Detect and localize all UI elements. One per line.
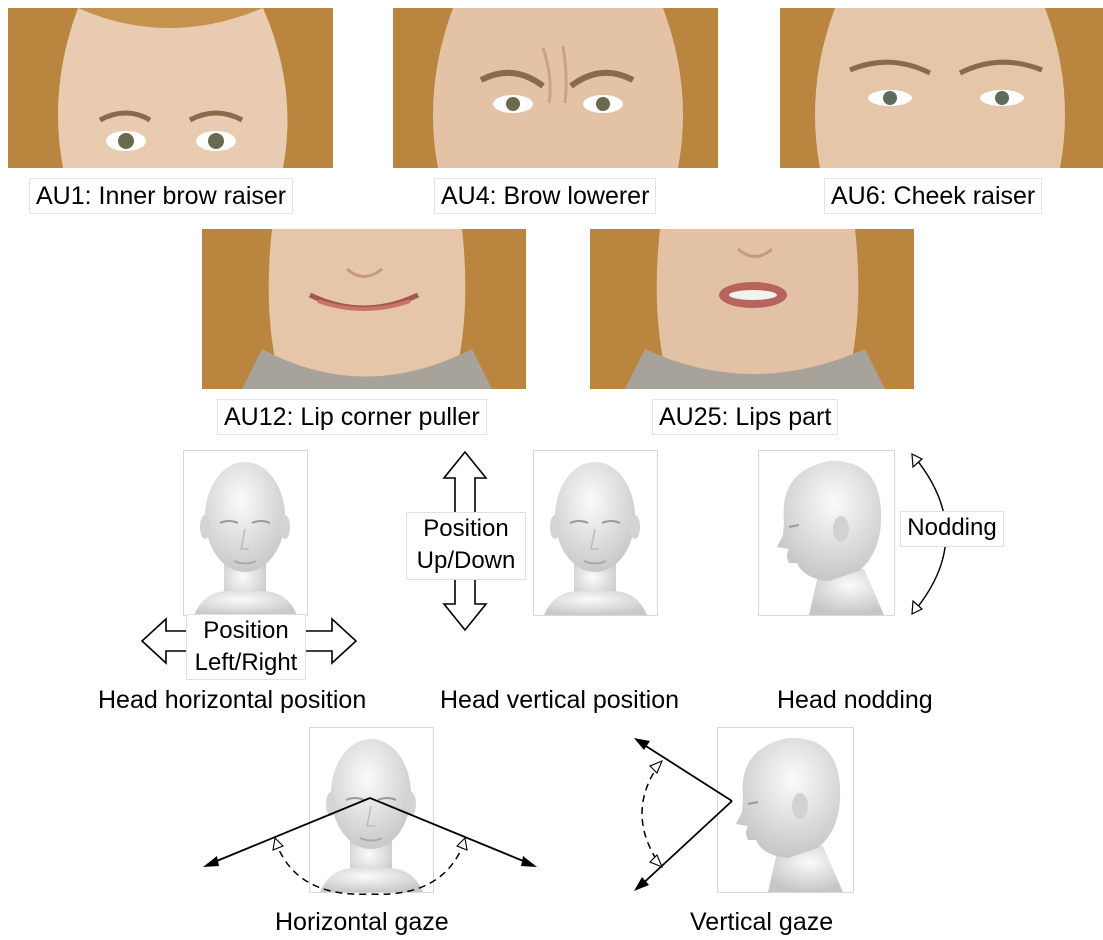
au1-photo	[8, 8, 333, 168]
arrow-text-line-1: Position	[187, 615, 305, 647]
head-front-model	[533, 450, 658, 616]
au12-label: AU12: Lip corner puller	[217, 399, 487, 435]
face-eyes-illustration	[780, 8, 1103, 168]
au6-label: AU6: Cheek raiser	[824, 178, 1042, 214]
arrow-text-line-2: Left/Right	[187, 647, 305, 679]
au6-photo	[780, 8, 1103, 168]
face-mouth-illustration	[590, 229, 914, 389]
caption-head-nodding: Head nodding	[777, 685, 933, 715]
arrow-text-line-2: Up/Down	[407, 545, 525, 577]
au1-label: AU1: Inner brow raiser	[29, 178, 293, 214]
caption-head-horizontal-position: Head horizontal position	[98, 685, 366, 715]
caption-head-vertical-position: Head vertical position	[440, 685, 679, 715]
au25-photo	[590, 229, 914, 389]
face-mouth-illustration	[202, 229, 526, 389]
caption-vertical-gaze: Vertical gaze	[690, 907, 833, 937]
face-eyes-illustration	[393, 8, 718, 168]
au12-photo	[202, 229, 526, 389]
position-left-right-box: Position Left/Right	[186, 614, 306, 680]
face-eyes-illustration	[8, 8, 333, 168]
arrow-text-line-1: Position	[407, 513, 525, 545]
au4-label: AU4: Brow lowerer	[434, 178, 656, 214]
vertical-gaze-arrows-icon	[626, 733, 746, 893]
nodding-box: Nodding	[900, 511, 1004, 547]
head-front-model	[183, 450, 308, 616]
au4-photo	[393, 8, 718, 168]
horizontal-gaze-arrows-icon	[195, 790, 545, 896]
au25-label: AU25: Lips part	[652, 399, 838, 435]
caption-horizontal-gaze: Horizontal gaze	[275, 907, 449, 937]
head-profile-model	[758, 450, 895, 616]
arrow-text: Nodding	[901, 512, 1003, 544]
position-up-down-box: Position Up/Down	[406, 512, 526, 580]
